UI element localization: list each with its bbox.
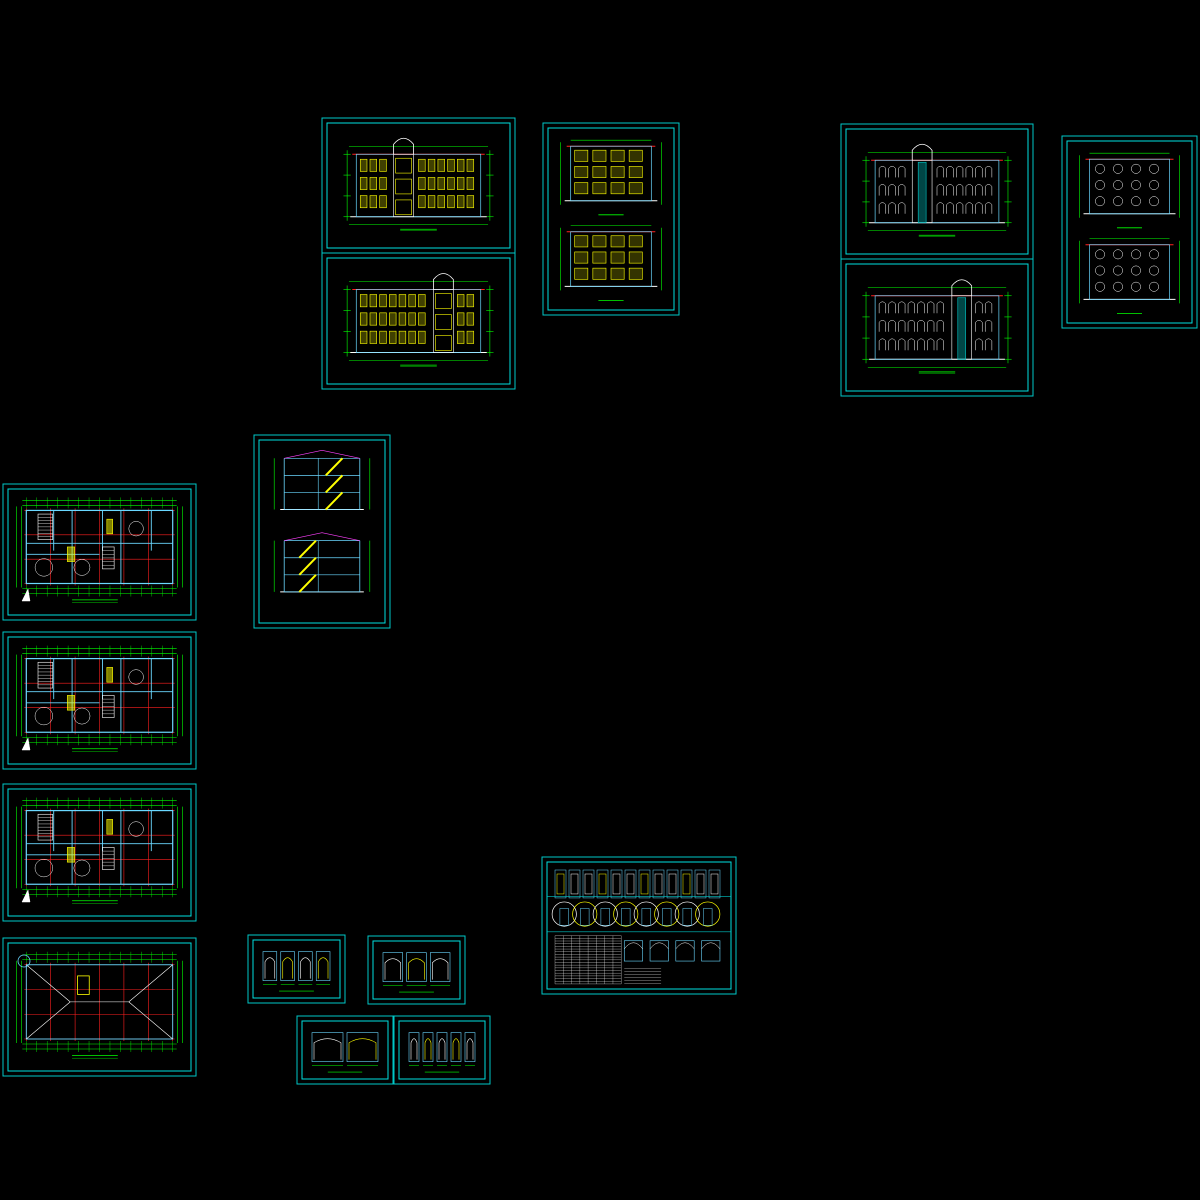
sheet-front-elevation-color[interactable] (321, 117, 516, 254)
sheet-floor-plan-3[interactable] (2, 783, 197, 922)
sheet-side-elevations-line[interactable] (1061, 135, 1198, 329)
drawing-sheets (2, 117, 1198, 1085)
sheet-detail-sheet-b[interactable] (367, 935, 466, 1005)
sheet-floor-plan-2[interactable] (2, 631, 197, 770)
sheet-roof-plan[interactable] (2, 937, 197, 1077)
sheet-detail-sheet-c[interactable] (296, 1015, 394, 1085)
sheet-detail-sheet-d[interactable] (393, 1015, 491, 1085)
sheet-door-window-schedule[interactable] (541, 856, 737, 995)
sheet-rear-elevation-line[interactable] (840, 258, 1034, 397)
sheet-side-elevations-color[interactable] (542, 122, 680, 316)
sheet-detail-sheet-a[interactable] (247, 934, 346, 1004)
sheet-rear-elevation-color[interactable] (321, 252, 516, 390)
sheet-floor-plan-1[interactable] (2, 483, 197, 621)
sheet-sections[interactable] (253, 434, 391, 629)
sheet-front-elevation-line[interactable] (840, 123, 1034, 260)
